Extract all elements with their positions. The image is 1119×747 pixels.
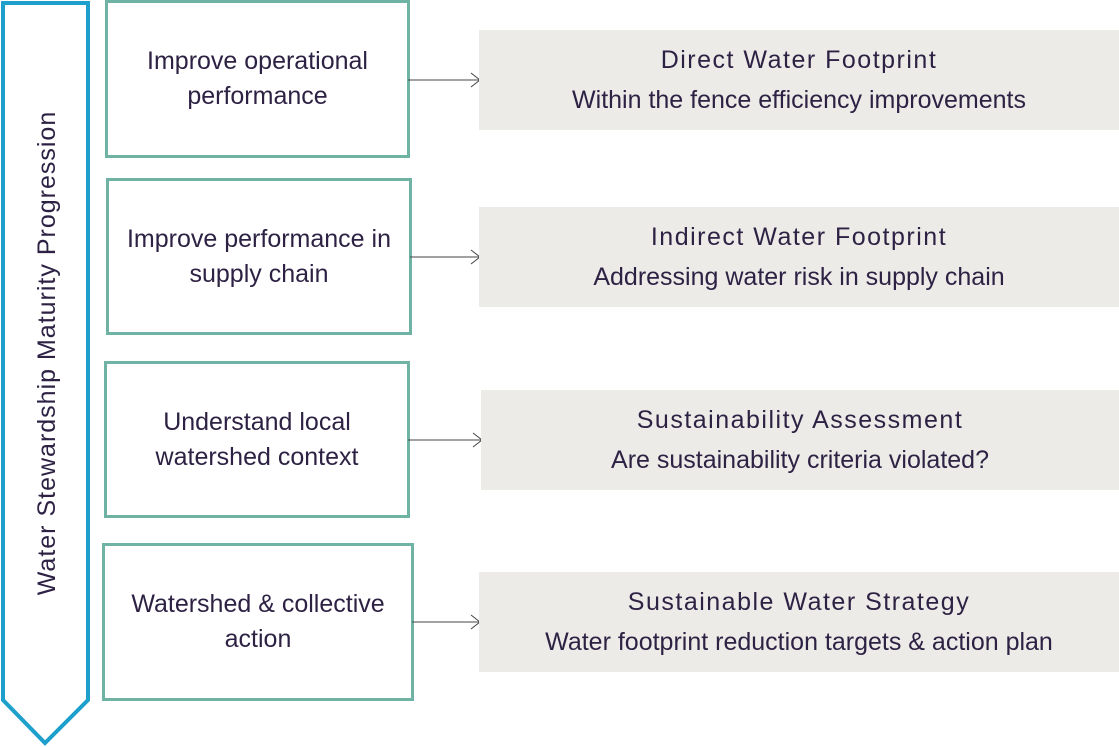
connector-arrow-3 [408, 432, 483, 448]
step-box-3: Understand local watershed context [104, 361, 410, 518]
connector-arrow-2 [410, 249, 481, 265]
result-title-4: Sustainable Water Strategy [627, 588, 971, 616]
result-box-1: Direct Water Footprint Within the fence … [479, 30, 1119, 130]
progression-label: Water Stewardship Maturity Progression [33, 110, 61, 596]
result-desc-1: Within the fence efficiency improvements [572, 86, 1026, 114]
result-box-3: Sustainability Assessment Are sustainabi… [481, 390, 1119, 490]
result-title-3: Sustainability Assessment [636, 406, 964, 434]
step-label-3: Understand local watershed context [155, 407, 359, 471]
step-box-2: Improve performance in supply chain [106, 178, 412, 335]
connector-arrow-1 [408, 72, 481, 88]
result-title-2: Indirect Water Footprint [650, 223, 948, 251]
result-desc-2: Addressing water risk in supply chain [593, 263, 1005, 291]
step-label-4: Watershed & collective action [131, 590, 385, 653]
progression-arrow-shape [0, 1, 90, 746]
progression-arrow [0, 1, 90, 746]
result-title-1: Direct Water Footprint [660, 46, 938, 74]
step-box-4: Watershed & collective action [102, 543, 414, 701]
result-box-2: Indirect Water Footprint Addressing wate… [479, 207, 1119, 307]
result-desc-4: Water footprint reduction targets & acti… [545, 628, 1053, 656]
step-box-1: Improve operational performance [105, 0, 410, 158]
step-label-2: Improve performance in supply chain [126, 224, 391, 288]
connector-arrow-4 [412, 614, 481, 630]
result-box-4: Sustainable Water Strategy Water footpri… [479, 572, 1119, 672]
result-desc-3: Are sustainability criteria violated? [611, 446, 989, 474]
step-label-1: Improve operational performance [147, 47, 368, 110]
